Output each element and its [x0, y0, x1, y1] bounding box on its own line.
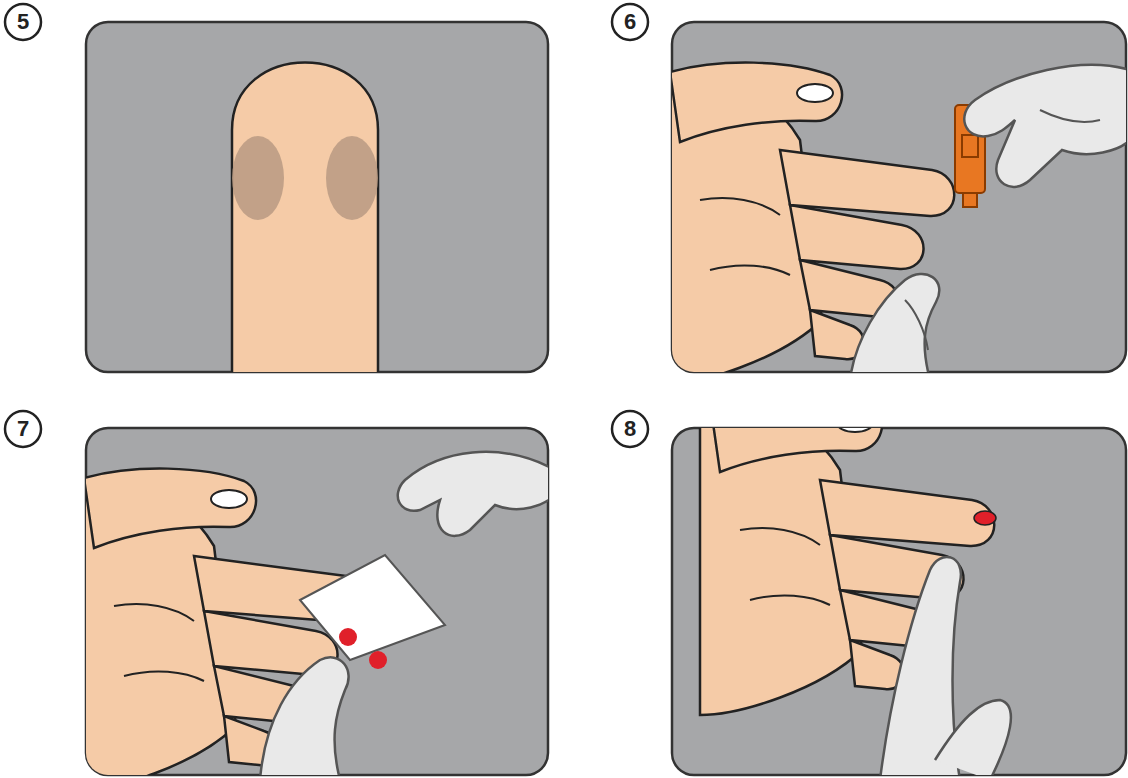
- callout-circle: 8: [610, 409, 650, 449]
- callout-circle: 5: [3, 2, 43, 42]
- callout-number: 8: [624, 418, 636, 440]
- callout-number: 7: [17, 418, 29, 440]
- circle-outline: [5, 411, 41, 447]
- gloved-hand: [964, 65, 1126, 187]
- callout-circle: 6: [610, 2, 650, 42]
- blood-drop: [369, 651, 387, 669]
- gloved-hand: [398, 452, 548, 536]
- puncture-site: [326, 136, 378, 220]
- circle-outline: [5, 4, 41, 40]
- callout-circle: 7: [3, 409, 43, 449]
- circle-outline: [612, 411, 648, 447]
- gloved-hand: [260, 657, 349, 775]
- blood-drop: [974, 511, 996, 525]
- gauze: [300, 555, 445, 660]
- callout-number: 5: [17, 11, 29, 33]
- fingertip: [232, 63, 378, 373]
- circle-outline: [612, 4, 648, 40]
- blood-drop: [339, 628, 357, 646]
- callout-number: 6: [624, 11, 636, 33]
- gloved-hand: [850, 274, 939, 372]
- puncture-site: [232, 136, 284, 220]
